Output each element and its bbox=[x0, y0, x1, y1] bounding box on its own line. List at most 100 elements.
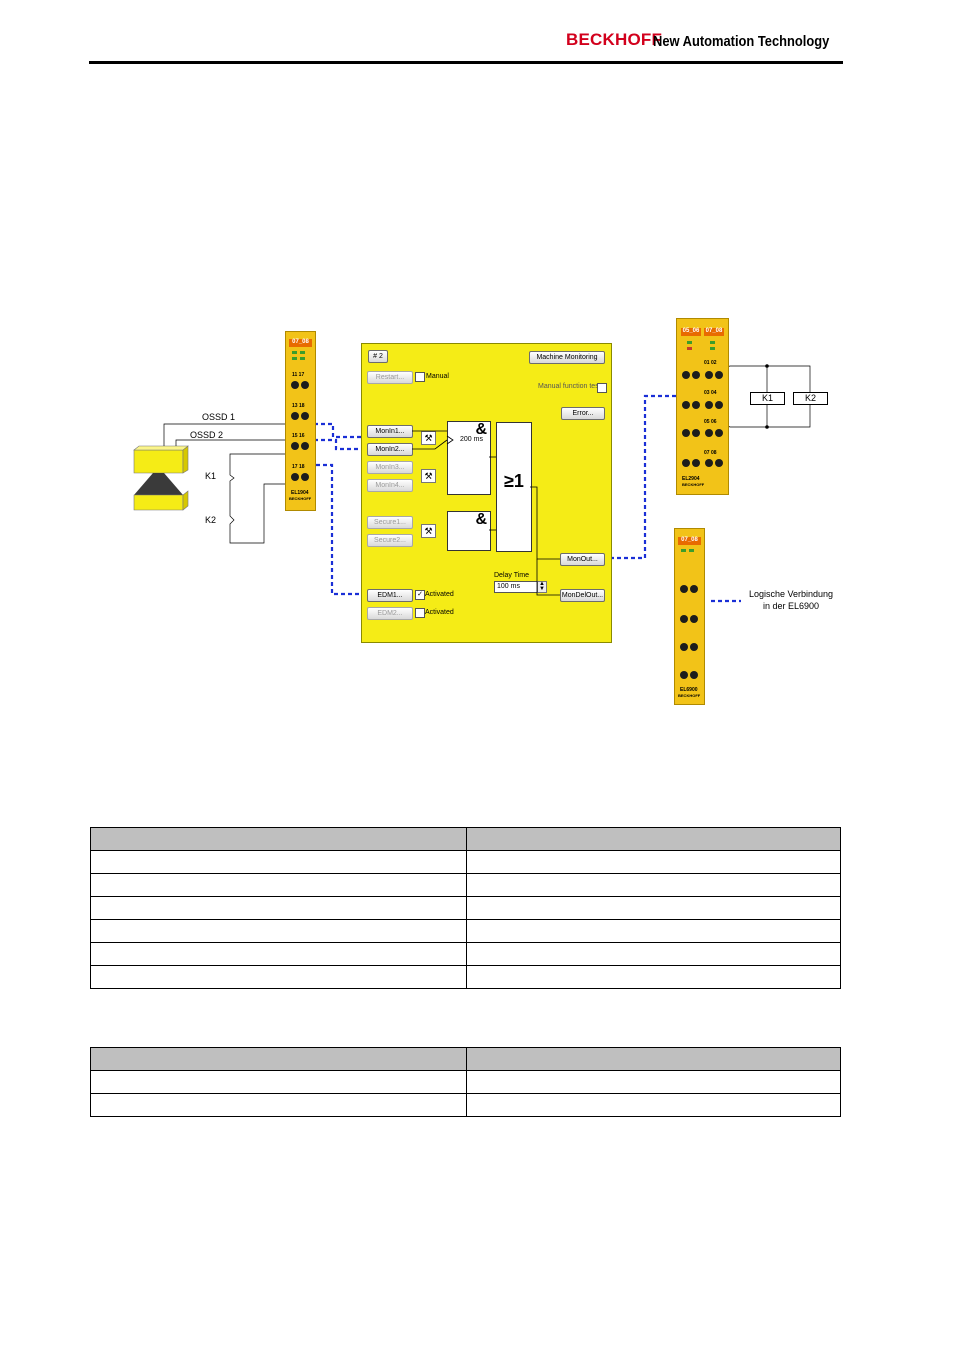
k1-label: K1 bbox=[205, 471, 217, 481]
terminal-hole bbox=[705, 401, 713, 409]
delay-time-spinner[interactable]: ▲▼ bbox=[537, 581, 547, 593]
terminal-hole bbox=[715, 459, 723, 467]
table-cell bbox=[90, 850, 467, 874]
terminal-maker: BECKHOFF bbox=[678, 693, 701, 698]
edm2-button[interactable]: EDM2... bbox=[367, 607, 413, 620]
status-led bbox=[687, 341, 692, 344]
k2-label: K2 bbox=[205, 515, 217, 525]
tab-fb-number[interactable]: # 2 bbox=[368, 350, 388, 363]
ossd1-wire bbox=[163, 423, 293, 446]
secure1-button[interactable]: Secure1... bbox=[367, 516, 413, 529]
table-header-cell bbox=[90, 827, 467, 851]
legend-line-2: in der EL6900 bbox=[762, 601, 820, 611]
pin-label: 17 18 bbox=[292, 464, 305, 470]
terminal-maker: BECKHOFF bbox=[289, 496, 312, 501]
ossd2-wire bbox=[175, 439, 293, 446]
monin3-button[interactable]: MonIn3... bbox=[367, 461, 413, 474]
k2-relay-box: K2 bbox=[793, 392, 828, 405]
table-header-cell bbox=[466, 827, 841, 851]
table-row bbox=[90, 919, 841, 943]
terminal-hole bbox=[690, 585, 698, 593]
terminal-top-label: 07_08 bbox=[289, 339, 312, 347]
terminal-model: EL6900 bbox=[680, 687, 698, 693]
manual-checkbox[interactable] bbox=[415, 372, 425, 382]
terminal-hole bbox=[682, 371, 690, 379]
monin2-button[interactable]: MonIn2... bbox=[367, 443, 413, 456]
hammer-icon[interactable]: ⚒ bbox=[421, 431, 436, 445]
table-row bbox=[90, 942, 841, 966]
status-led bbox=[292, 351, 297, 354]
logic-line-edm1 bbox=[316, 463, 367, 596]
table-header-row bbox=[90, 1047, 841, 1071]
logic-line-monout bbox=[610, 394, 676, 560]
monin4-button[interactable]: MonIn4... bbox=[367, 479, 413, 492]
delay-time-label: Delay Time bbox=[494, 572, 530, 579]
table-2 bbox=[90, 1047, 841, 1117]
el6900-terminal: 07_08 EL6900 BECKHOFF bbox=[674, 528, 705, 705]
status-led bbox=[681, 549, 686, 552]
mondelout-button[interactable]: MonDelOut... bbox=[560, 589, 605, 602]
terminal-hole bbox=[690, 643, 698, 651]
hammer-icon[interactable]: ⚒ bbox=[421, 524, 436, 538]
terminal-hole bbox=[715, 429, 723, 437]
or-symbol: ≥1 bbox=[504, 471, 524, 491]
table-header-cell bbox=[466, 1047, 841, 1071]
table-header-cell bbox=[90, 1047, 467, 1071]
brand-logo: BECKHOFF bbox=[566, 30, 663, 49]
restart-button[interactable]: Restart... bbox=[367, 371, 413, 384]
terminal-hole bbox=[715, 371, 723, 379]
and-gate-1: & 200 ms bbox=[447, 421, 491, 495]
terminal-hole bbox=[291, 381, 299, 389]
table-cell bbox=[466, 942, 841, 966]
terminal-hole bbox=[682, 459, 690, 467]
terminal-hole bbox=[692, 429, 700, 437]
edm1-activated-checkbox[interactable]: ✓ bbox=[415, 590, 425, 600]
edm2-activated-checkbox[interactable] bbox=[415, 608, 425, 618]
terminal-hole bbox=[682, 429, 690, 437]
table-row bbox=[90, 873, 841, 897]
status-led bbox=[300, 357, 305, 360]
monin1-button[interactable]: MonIn1... bbox=[367, 425, 413, 438]
and-gate-2: & bbox=[447, 511, 491, 551]
el1904-terminal: 07_08 11 17 13 18 15 16 17 18 EL1904 BEC… bbox=[285, 331, 316, 511]
and-symbol: & bbox=[475, 421, 487, 438]
status-led bbox=[710, 341, 715, 344]
table-cell bbox=[90, 873, 467, 897]
delay-200ms-label: 200 ms bbox=[460, 436, 483, 443]
terminal-hole bbox=[705, 429, 713, 437]
pin-label: 07 08 bbox=[704, 450, 717, 456]
error-button[interactable]: Error... bbox=[561, 407, 605, 420]
delay-time-input[interactable]: 100 ms bbox=[494, 581, 538, 593]
secure2-button[interactable]: Secure2... bbox=[367, 534, 413, 547]
table-row bbox=[90, 1070, 841, 1094]
table-row bbox=[90, 965, 841, 989]
monout-button[interactable]: MonOut... bbox=[560, 553, 605, 566]
manual-function-test-checkbox[interactable] bbox=[597, 383, 607, 393]
table-cell bbox=[90, 965, 467, 989]
status-led bbox=[710, 347, 715, 350]
machine-monitoring-button[interactable]: Machine Monitoring bbox=[529, 351, 605, 364]
terminal-hole bbox=[692, 401, 700, 409]
terminal-hole bbox=[680, 643, 688, 651]
hammer-icon[interactable]: ⚒ bbox=[421, 469, 436, 483]
legend-text: Logische Verbindung in der EL6900 bbox=[742, 588, 840, 612]
status-led bbox=[300, 351, 305, 354]
k-relay-wire-top bbox=[714, 365, 811, 392]
legend-line-1: Logische Verbindung bbox=[748, 589, 834, 599]
terminal-hole bbox=[291, 473, 299, 481]
terminal-hole bbox=[692, 459, 700, 467]
terminal-hole bbox=[705, 371, 713, 379]
table-cell bbox=[466, 919, 841, 943]
terminal-hole bbox=[291, 442, 299, 450]
edm1-button[interactable]: EDM1... bbox=[367, 589, 413, 602]
el2904-terminal: 05_06 07_08 01 02 03 04 05 06 07 08 EL29… bbox=[676, 318, 729, 495]
terminal-hole bbox=[705, 459, 713, 467]
table-header-row bbox=[90, 827, 841, 851]
table-cell bbox=[466, 965, 841, 989]
or-gate: ≥1 bbox=[496, 422, 532, 552]
terminal-hole bbox=[690, 615, 698, 623]
terminal-hole bbox=[715, 401, 723, 409]
terminal-hole bbox=[680, 585, 688, 593]
terminal-model: EL2904 bbox=[682, 476, 700, 482]
table-cell bbox=[466, 1093, 841, 1117]
